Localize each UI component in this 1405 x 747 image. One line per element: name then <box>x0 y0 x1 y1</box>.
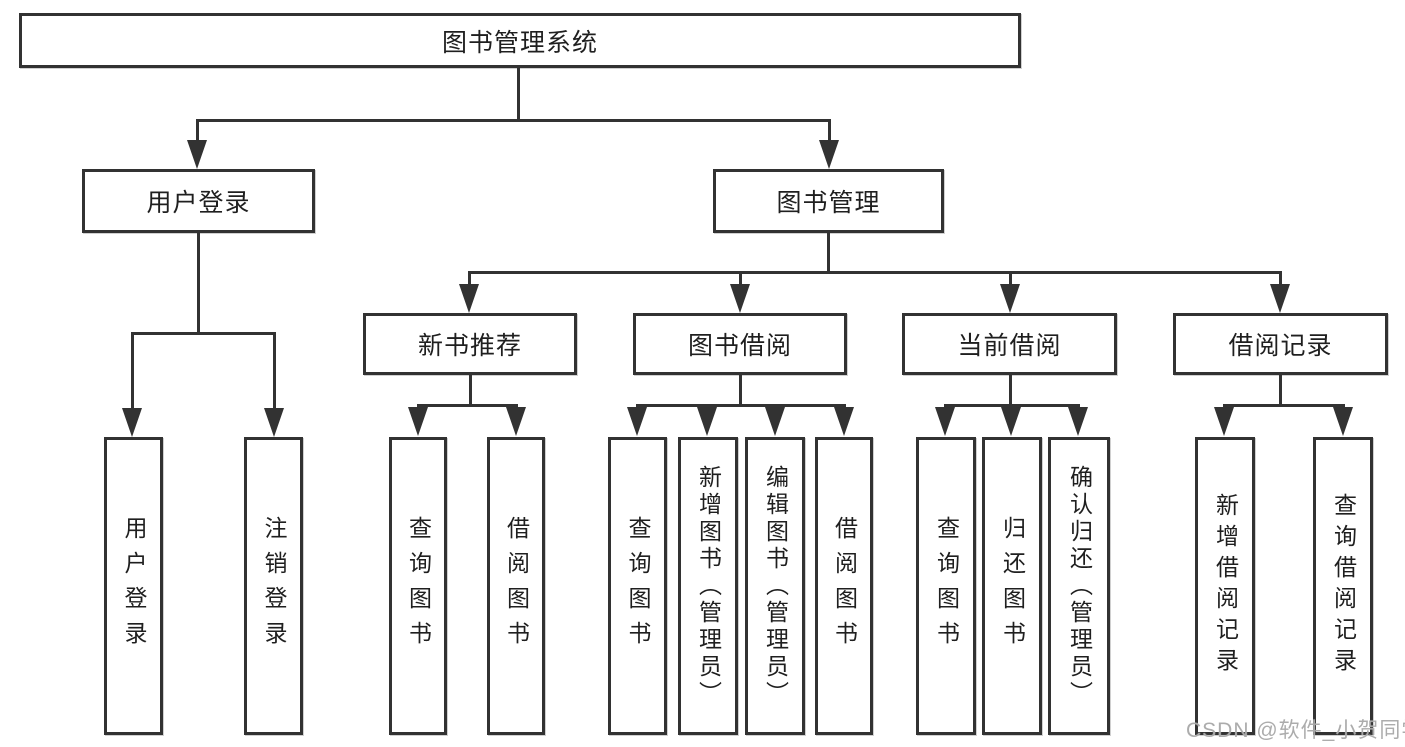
arrow-down-icon <box>730 284 750 313</box>
arrow-down-icon <box>1001 407 1021 436</box>
leaf-query-books-borrow: 查询图书 <box>608 437 667 735</box>
node-root-label: 图书管理系统 <box>441 28 598 57</box>
arrow-down-icon <box>187 140 207 169</box>
leaf-add-borrow-record-label: 新增借阅记录 <box>1212 493 1239 679</box>
arrow-down-icon <box>765 407 785 436</box>
arrow-down-icon <box>697 407 717 436</box>
csdn-watermark: CSDN @软件_小贺同学 <box>1186 719 1405 742</box>
arrow-down-icon <box>834 407 854 436</box>
node-root: 图书管理系统 <box>19 13 1021 68</box>
leaf-logout: 注销登录 <box>244 437 303 735</box>
leaf-borrow-books-label: 借阅图书 <box>831 516 858 656</box>
node-new-book-recommend: 新书推荐 <box>363 313 577 375</box>
leaf-add-book-admin: 新增图书（管理员） <box>678 437 738 735</box>
arrow-down-icon <box>819 140 839 169</box>
leaf-edit-book-admin: 编辑图书（管理员） <box>745 437 805 735</box>
leaf-borrow-books-recommend-label: 借阅图书 <box>503 516 530 656</box>
node-book-borrow-label: 图书借阅 <box>687 332 792 360</box>
connector-line <box>1279 375 1282 407</box>
connector-line <box>827 233 830 274</box>
leaf-query-books-recommend: 查询图书 <box>389 437 447 735</box>
connector-line <box>1223 404 1345 407</box>
node-book-borrow: 图书借阅 <box>633 313 847 375</box>
arrow-down-icon <box>459 284 479 313</box>
node-new-book-recommend-label: 新书推荐 <box>417 332 522 360</box>
arrow-down-icon <box>1000 284 1020 313</box>
arrow-down-icon <box>408 407 428 436</box>
leaf-borrow-books-recommend: 借阅图书 <box>487 437 545 735</box>
arrow-down-icon <box>935 407 955 436</box>
leaf-user-login: 用户登录 <box>104 437 163 735</box>
leaf-edit-book-admin-label: 编辑图书（管理员） <box>762 464 789 708</box>
node-book-management: 图书管理 <box>713 169 944 233</box>
node-borrow-records: 借阅记录 <box>1173 313 1388 375</box>
leaf-confirm-return-admin-label: 确认归还（管理员） <box>1066 464 1093 708</box>
leaf-query-books-recommend-label: 查询图书 <box>405 516 432 656</box>
connector-line <box>739 271 742 287</box>
node-current-borrow-label: 当前借阅 <box>957 332 1062 360</box>
connector-line <box>273 332 276 411</box>
connector-line <box>131 332 134 411</box>
arrow-down-icon <box>1214 407 1234 436</box>
leaf-user-login-label: 用户登录 <box>121 516 147 656</box>
leaf-add-book-admin-label: 新增图书（管理员） <box>695 464 722 708</box>
arrow-down-icon <box>1333 407 1353 436</box>
arrow-down-icon <box>506 407 526 436</box>
connector-line <box>828 119 831 143</box>
leaf-logout-label: 注销登录 <box>261 516 287 656</box>
leaf-query-borrow-record: 查询借阅记录 <box>1313 437 1373 735</box>
connector-line <box>636 404 846 407</box>
connector-line <box>739 375 742 407</box>
leaf-borrow-books: 借阅图书 <box>815 437 873 735</box>
node-current-borrow: 当前借阅 <box>902 313 1117 375</box>
connector-line <box>517 68 520 121</box>
connector-line <box>1279 271 1282 287</box>
leaf-add-borrow-record: 新增借阅记录 <box>1195 437 1255 735</box>
connector-line <box>417 404 518 407</box>
arrow-down-icon <box>122 408 142 437</box>
arrow-down-icon <box>264 408 284 437</box>
leaf-return-book: 归还图书 <box>982 437 1042 735</box>
connector-line <box>468 271 1282 274</box>
connector-line <box>196 119 831 122</box>
leaf-query-books-borrow-label: 查询图书 <box>625 516 651 656</box>
connector-line <box>196 119 199 143</box>
leaf-query-books-current-label: 查询图书 <box>933 516 960 656</box>
connector-line <box>131 332 276 335</box>
leaf-confirm-return-admin: 确认归还（管理员） <box>1048 437 1110 735</box>
connector-line <box>468 271 471 287</box>
node-borrow-records-label: 借阅记录 <box>1228 332 1333 360</box>
connector-line <box>469 375 472 407</box>
leaf-return-book-label: 归还图书 <box>999 516 1026 656</box>
leaf-query-books-current: 查询图书 <box>916 437 976 735</box>
connector-line <box>1009 271 1012 287</box>
arrow-down-icon <box>1068 407 1088 436</box>
node-book-management-label: 图书管理 <box>776 189 881 217</box>
connector-line <box>944 404 1080 407</box>
node-user-login: 用户登录 <box>82 169 315 233</box>
arrow-down-icon <box>1270 284 1290 313</box>
arrow-down-icon <box>627 407 647 436</box>
connector-line <box>1009 375 1012 407</box>
connector-line <box>197 233 200 335</box>
leaf-query-borrow-record-label: 查询借阅记录 <box>1330 493 1357 679</box>
node-user-login-label: 用户登录 <box>146 189 251 217</box>
